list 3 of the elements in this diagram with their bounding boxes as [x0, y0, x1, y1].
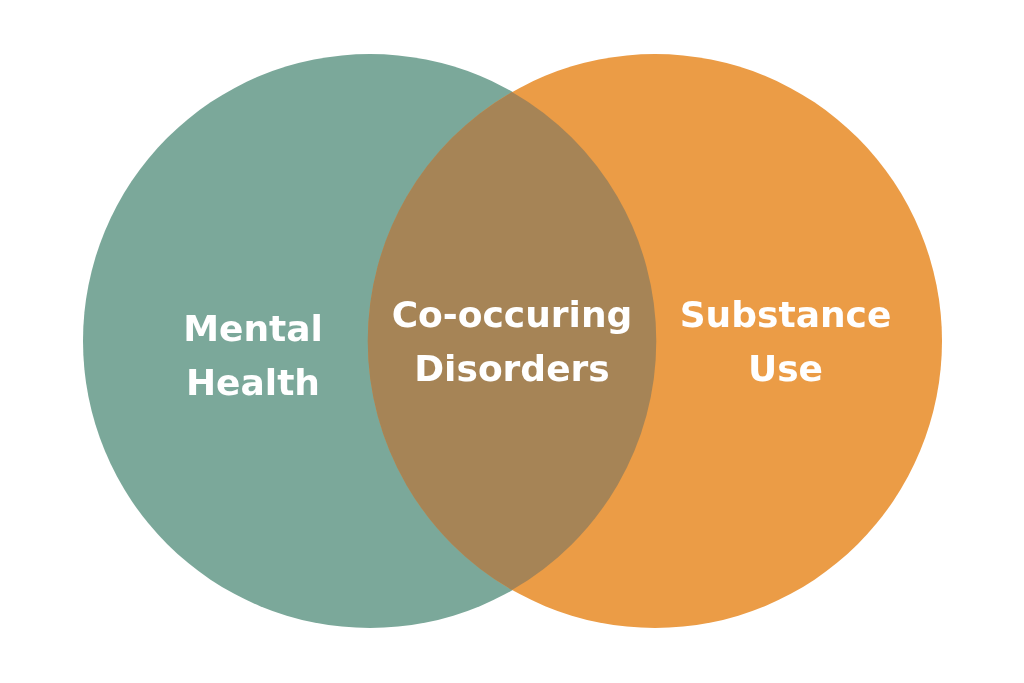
region-label: Substance Use: [678, 293, 893, 391]
region-label: Co-occuring Disorders: [390, 293, 634, 391]
region-label: Mental Health: [182, 307, 324, 405]
